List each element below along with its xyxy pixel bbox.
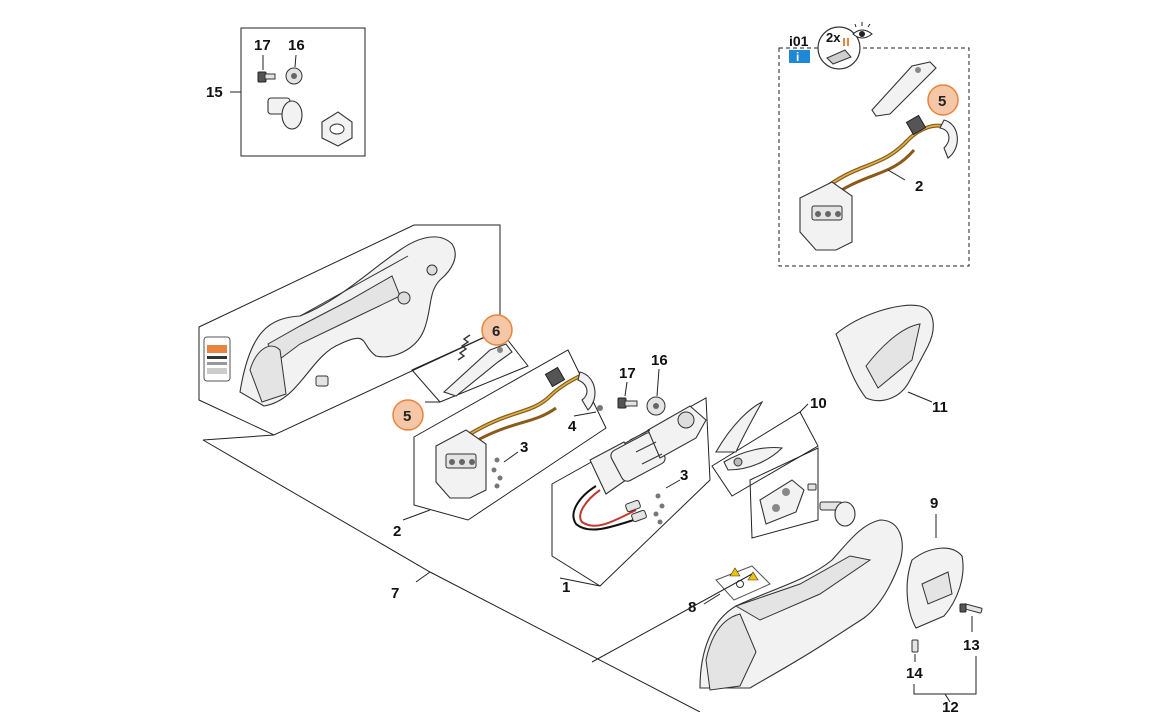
spring-part[interactable]	[457, 334, 471, 361]
screw-part[interactable]	[315, 375, 329, 387]
blade-guard-part[interactable]	[835, 304, 934, 402]
sensor-assembly[interactable]	[435, 366, 603, 499]
housing-kit-box	[198, 224, 501, 441]
gear-segment-part[interactable]	[759, 479, 805, 525]
part-label-17-middle: 17	[619, 365, 636, 382]
kit-7-frame	[202, 439, 753, 712]
svg-text:i: i	[796, 50, 799, 64]
screw-set[interactable]	[653, 493, 665, 525]
part-label-16-middle: 16	[651, 352, 668, 369]
part-label-14: 14	[906, 665, 923, 682]
wire-harness[interactable]	[572, 485, 647, 531]
screw-part-middle[interactable]	[617, 397, 638, 409]
info-code: i01	[789, 33, 809, 49]
screw-part[interactable]	[257, 71, 276, 83]
part-label-17: 17	[254, 37, 271, 54]
gear-part-middle[interactable]	[646, 396, 666, 416]
sensor-assembly[interactable]	[799, 114, 958, 251]
motor-part[interactable]	[589, 405, 707, 495]
screw-part-13[interactable]	[959, 603, 983, 614]
motor-kit-box	[551, 397, 711, 587]
part-label-16: 16	[288, 37, 305, 54]
svg-text:2x: 2x	[826, 30, 841, 45]
blade-part[interactable]	[715, 400, 784, 471]
lower-shell-part[interactable]	[699, 519, 903, 691]
side-cover-part[interactable]	[906, 547, 964, 629]
part-label-7: 7	[391, 585, 399, 602]
lever-part[interactable]	[442, 343, 513, 397]
cap-part[interactable]	[267, 97, 303, 130]
highlight-badge-6: 6	[481, 314, 513, 346]
kit-box-6	[411, 329, 529, 403]
part-label-3: 3	[520, 439, 528, 456]
gear-part[interactable]	[285, 67, 303, 85]
part-label-10: 10	[810, 395, 827, 412]
kit-box-2	[402, 349, 607, 521]
pivot-bolt-part[interactable]	[819, 501, 856, 527]
seal-part[interactable]	[321, 111, 353, 147]
part-label-13: 13	[963, 637, 980, 654]
gear-kit-box	[749, 447, 819, 539]
svg-text:5: 5	[403, 408, 411, 425]
warning-label-icon	[715, 565, 771, 601]
screw-part-14[interactable]	[911, 639, 919, 653]
part-label-15: 15	[206, 84, 223, 101]
part-label-1: 1	[562, 579, 570, 596]
housing-shell-part[interactable]	[239, 236, 456, 407]
lever-part[interactable]	[871, 61, 937, 117]
info-icon: i	[789, 50, 810, 64]
eye-icon	[852, 22, 873, 39]
quantity-badge: 2x	[817, 26, 861, 70]
part-label-12: 12	[942, 699, 959, 712]
part-label-3-motor: 3	[680, 467, 688, 484]
part-label-9: 9	[930, 495, 938, 512]
highlight-badge-5: 5	[927, 84, 959, 116]
warning-label-icon	[203, 336, 231, 382]
svg-text:6: 6	[492, 323, 500, 340]
blade-kit-box	[711, 400, 819, 497]
part-label-2: 2	[915, 178, 923, 195]
highlight-badge-5-main: 5	[392, 399, 424, 431]
part-label-8: 8	[688, 599, 696, 616]
svg-text:5: 5	[938, 93, 946, 110]
part-label-11: 11	[932, 399, 948, 416]
screw-set[interactable]	[491, 457, 503, 489]
part-label-2-main: 2	[393, 523, 401, 540]
kit-box-15	[230, 27, 366, 157]
part-label-4: 4	[568, 418, 577, 435]
info-kit-box: i01 i 2x	[778, 22, 970, 267]
